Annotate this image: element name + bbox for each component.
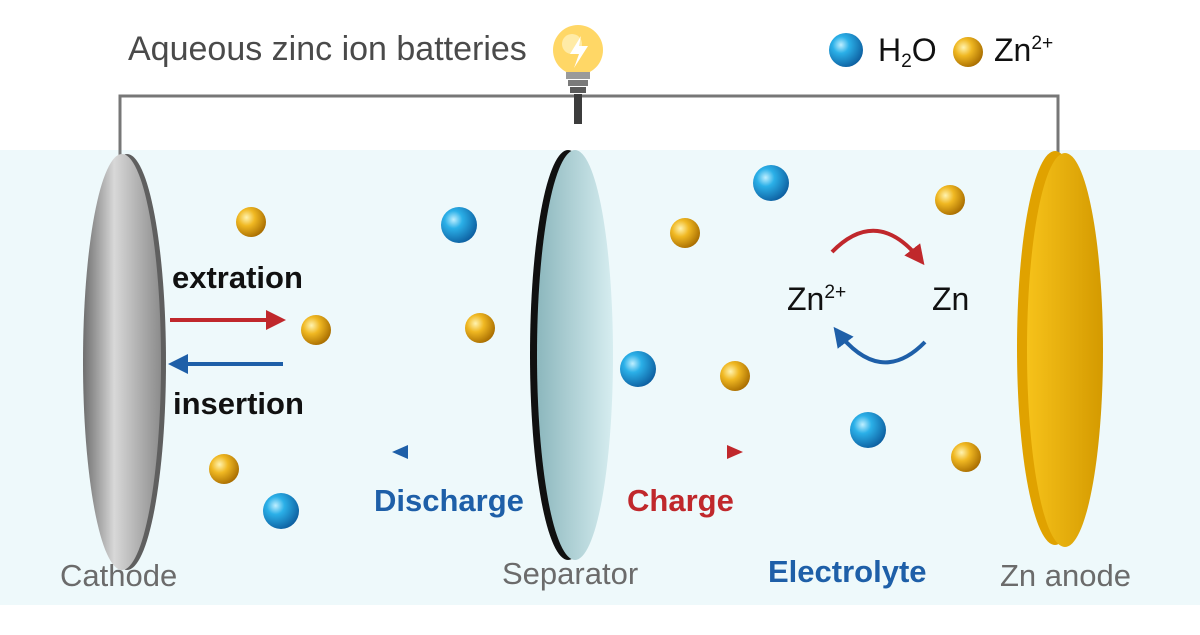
- reduction-arrow: [830, 228, 925, 266]
- insertion-label: insertion: [173, 386, 304, 421]
- water-molecule: [441, 207, 477, 243]
- zinc-ion: [465, 313, 495, 343]
- diagram-title: Aqueous zinc ion batteries: [128, 30, 527, 68]
- zinc-ion: [236, 207, 266, 237]
- zinc-ion: [209, 454, 239, 484]
- water-legend-label: H2O: [878, 32, 937, 72]
- extraction-label: extration: [172, 260, 303, 295]
- zinc-anode-plate: [1017, 151, 1103, 547]
- lightbulb-icon: [553, 25, 603, 124]
- reaction-ion-symbol: Zn: [787, 281, 825, 317]
- zinc-ion: [301, 315, 331, 345]
- zinc-ion-charge: 2+: [1031, 33, 1054, 54]
- cathode-plate: [83, 154, 166, 570]
- water-molecule: [850, 412, 886, 448]
- zinc-ion: [670, 218, 700, 248]
- water-molecule-legend: [829, 33, 863, 67]
- reaction-ion-label: Zn2+: [787, 283, 846, 315]
- discharge-arrowhead: [392, 445, 408, 459]
- water-subscript: 2: [901, 51, 912, 72]
- zinc-ion-legend: [953, 37, 983, 67]
- anode-label: Zn anode: [1000, 558, 1131, 593]
- reaction-ion-charge: 2+: [824, 282, 847, 303]
- zinc-ion: [951, 442, 981, 472]
- charge-arrowhead: [727, 445, 743, 459]
- separator-membrane: [530, 150, 613, 560]
- zinc-ion-symbol: Zn: [994, 32, 1032, 68]
- reaction-metal-label: Zn: [932, 281, 970, 317]
- discharge-label: Discharge: [374, 483, 524, 518]
- zinc-ion: [720, 361, 750, 391]
- zinc-ion: [935, 185, 965, 215]
- cathode-label: Cathode: [60, 558, 178, 593]
- separator-label: Separator: [502, 556, 639, 591]
- circuit-wire: [118, 94, 1060, 155]
- electrolyte-label: Electrolyte: [768, 554, 927, 589]
- zinc-ion-legend-label: Zn2+: [994, 34, 1053, 66]
- charge-label: Charge: [627, 483, 734, 518]
- oxidation-arrow: [833, 326, 927, 365]
- water-molecule: [753, 165, 789, 201]
- water-molecule: [263, 493, 299, 529]
- water-molecule: [620, 351, 656, 387]
